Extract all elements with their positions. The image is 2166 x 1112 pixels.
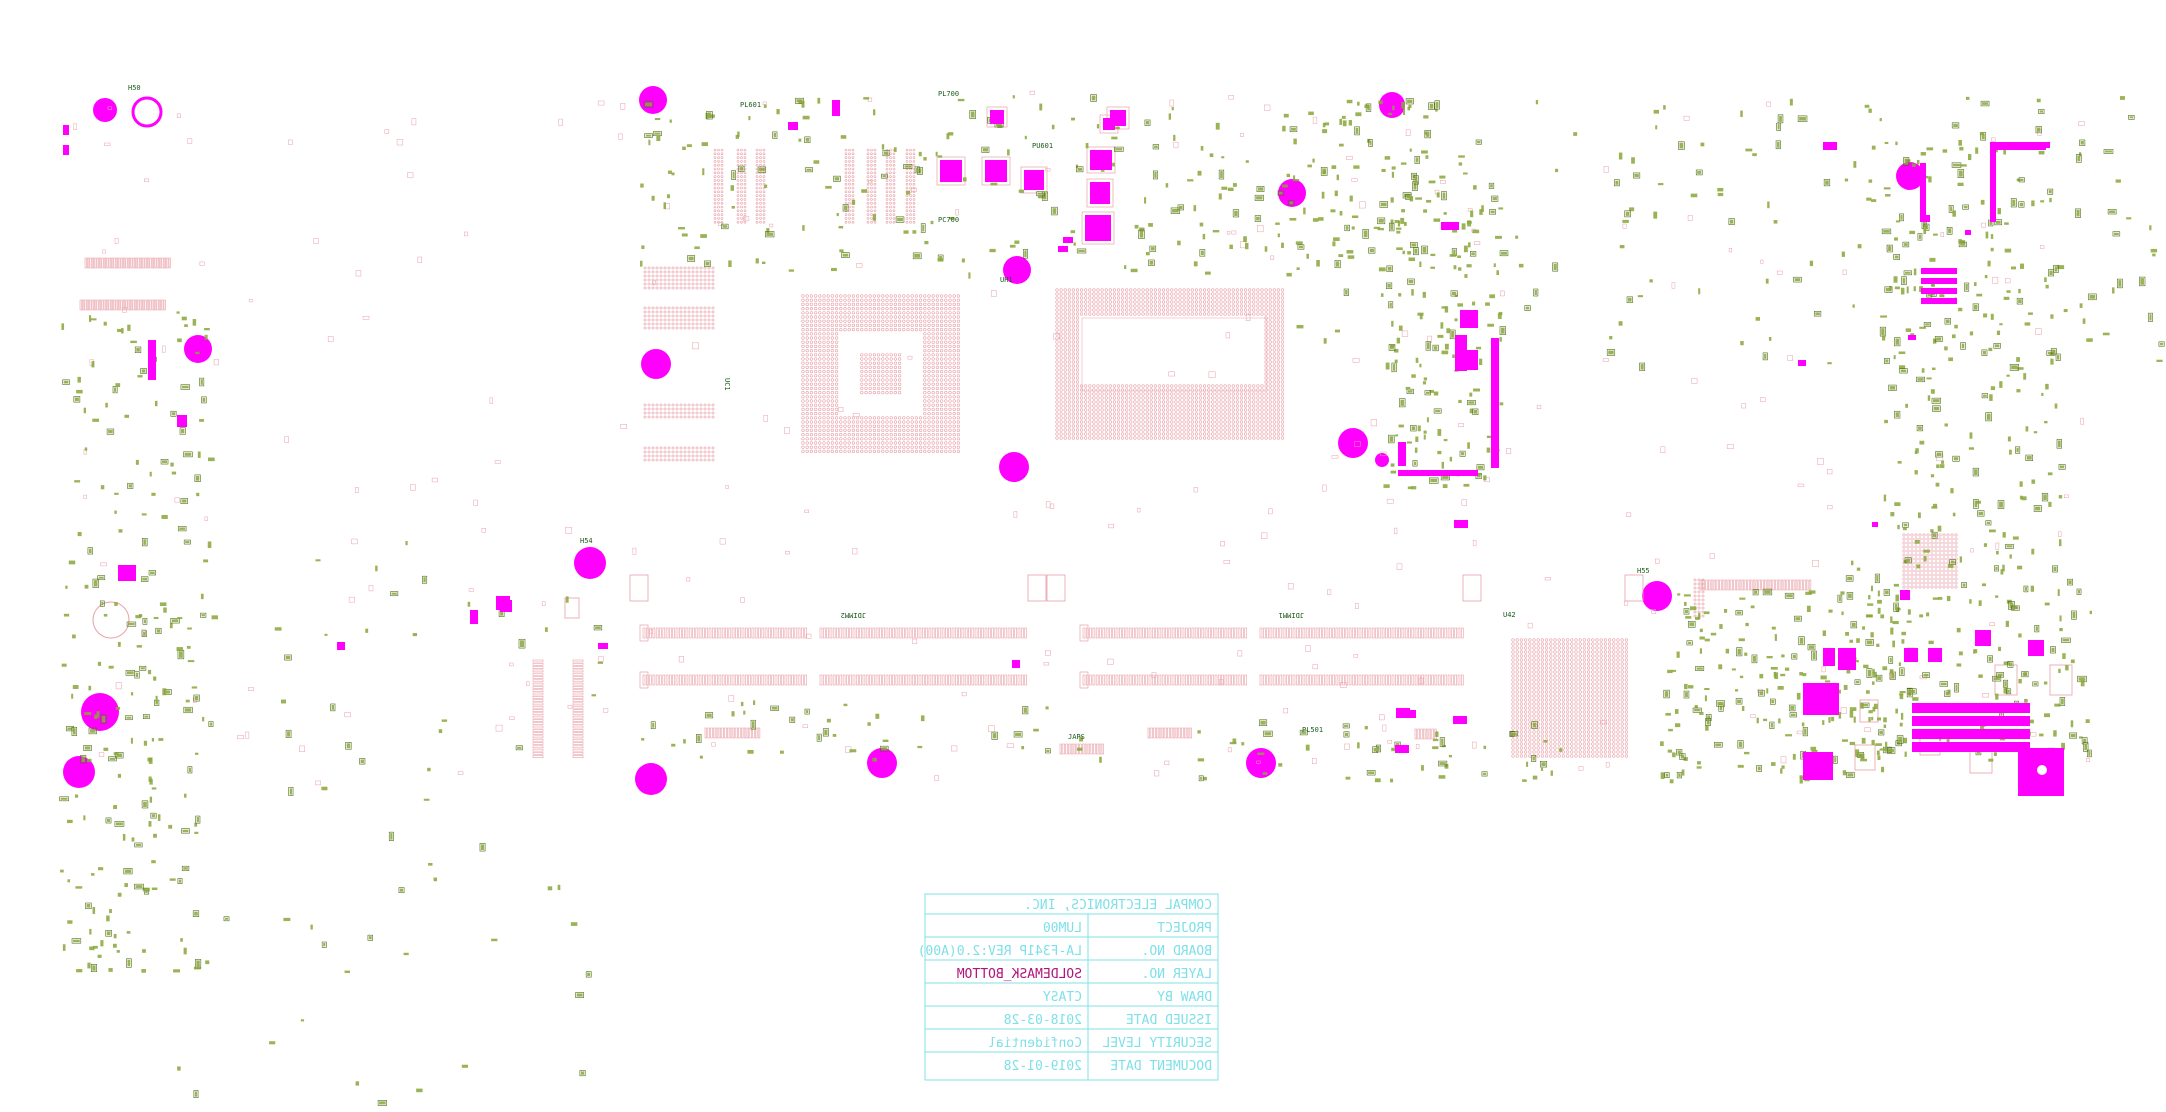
- label-pc700: PC700: [938, 216, 959, 224]
- title-row-value: LUM00: [1043, 921, 1082, 936]
- label-pu601: PU601: [1032, 142, 1053, 150]
- pad-fields: [73, 90, 2090, 786]
- title-row-value: SOLDEMASK_BOTTOM: [957, 967, 1082, 982]
- title-company: COMPAL ELECTRONICS, INC.: [1024, 898, 1212, 913]
- label-japs: JAPS: [1068, 733, 1085, 741]
- label-jdimm2: JDIMM2: [841, 611, 866, 619]
- label-pl700: PL700: [938, 90, 959, 98]
- label-uc1: UC1: [723, 378, 731, 391]
- components: [59, 94, 2165, 1106]
- title-row-value: CTASY: [1043, 990, 1082, 1005]
- title-row-value: Confidential: [988, 1036, 1082, 1051]
- title-row-label: DRAW BY: [1157, 990, 1212, 1005]
- label-uh1: UH1: [1000, 276, 1013, 284]
- label-pl501: PL501: [1302, 726, 1323, 734]
- mounting-holes: [63, 86, 1924, 795]
- label-h54: H54: [580, 537, 593, 545]
- title-row-label: PROJECT: [1157, 921, 1212, 936]
- label-u42: U42: [1503, 611, 1516, 619]
- title-row-value: 2019-01-28: [1004, 1059, 1082, 1074]
- title-row-label: SECURITY LEVEL: [1102, 1036, 1212, 1051]
- title-row-value: LA-F341P REV:2.0(A00): [918, 944, 1082, 959]
- title-row-value: 2018-03-28: [1004, 1013, 1082, 1028]
- label-pl601: PL601: [740, 101, 761, 109]
- title-row-label: DOCUMENT DATE: [1110, 1059, 1212, 1074]
- title-row-label: LAYER NO.: [1142, 967, 1212, 982]
- label-h50: H50: [128, 84, 141, 92]
- title-row-label: BOARD NO.: [1142, 944, 1212, 959]
- soldermask-openings: [63, 100, 2064, 796]
- label-h55: H55: [1637, 567, 1650, 575]
- title-row-label: ISSUED DATE: [1126, 1013, 1212, 1028]
- title-block: COMPAL ELECTRONICS, INC. PROJECT LUM00BOA…: [918, 893, 1219, 1081]
- label-jdimm1: JDIMM1: [1279, 611, 1304, 619]
